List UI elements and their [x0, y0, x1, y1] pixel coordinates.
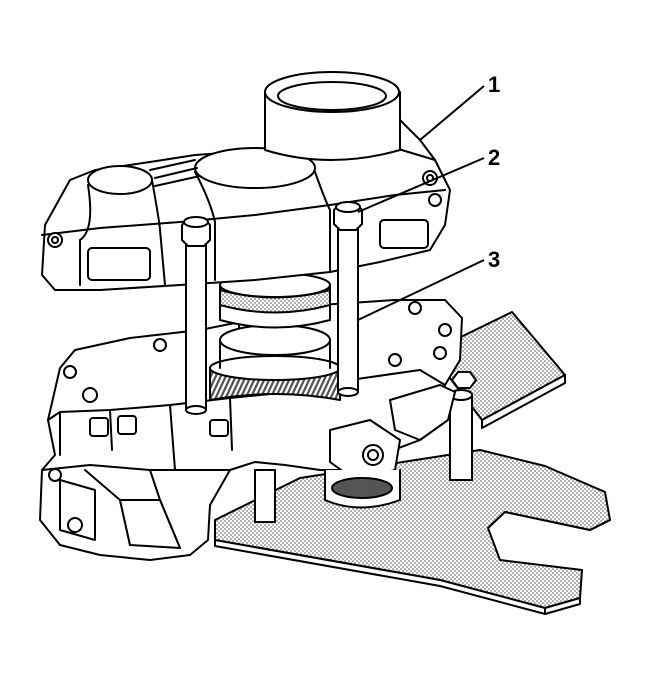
- callout-leaders: [357, 85, 485, 321]
- leader-line-1: [419, 85, 485, 141]
- fixture-posts: [254, 389, 473, 523]
- callout-number-3: 3: [488, 247, 500, 272]
- callout-number-1: 1: [488, 72, 500, 97]
- leader-line-2: [357, 157, 485, 213]
- output-housing: [324, 469, 401, 509]
- drive-gear: [209, 324, 341, 401]
- puller-top-plate: [41, 147, 451, 291]
- leader-line-3: [357, 259, 485, 321]
- rod-nuts: [181, 201, 477, 389]
- holding-fixture-plate: [214, 449, 611, 615]
- callout-number-2: 2: [488, 145, 500, 170]
- installer-sleeve: [264, 71, 436, 161]
